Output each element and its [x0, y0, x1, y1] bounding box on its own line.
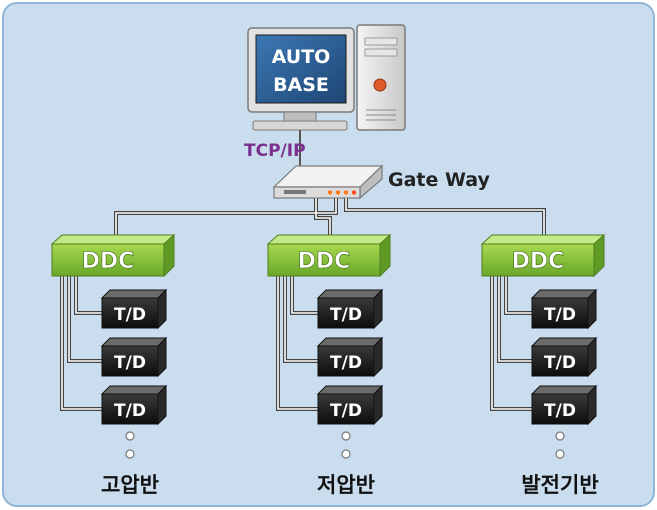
ddc-controller: DDC: [480, 233, 606, 278]
gateway-label: Gate Way: [388, 169, 491, 191]
continuation-dot: [125, 431, 135, 441]
continuation-dot: [341, 431, 351, 441]
td-label: T/D: [544, 353, 576, 373]
td-device: T/D: [100, 336, 168, 378]
controller-groups: DDC T/D T/D T/D 고압반 DDC T/D T/D T/D 저압반 DDC T/D T/D T…: [50, 233, 606, 497]
gateway-led: [335, 190, 341, 195]
td-label: T/D: [114, 305, 146, 325]
td-link-highlight: [498, 276, 532, 362]
monitor-neck: [283, 111, 317, 122]
td-device: T/D: [530, 336, 598, 378]
monitor-line2: BASE: [273, 74, 329, 96]
protocol-label: TCP/IP: [244, 141, 306, 161]
controller-group: DDC T/D T/D T/D 저압반: [266, 233, 392, 497]
td-label: T/D: [544, 305, 576, 325]
controller-group: DDC T/D T/D T/D 고압반: [50, 233, 176, 497]
gateway-led: [351, 190, 357, 195]
td-link-highlight: [505, 276, 532, 314]
continuation-dot: [555, 431, 565, 441]
td-label: T/D: [114, 353, 146, 373]
panel-label: 저압반: [317, 473, 375, 497]
td-device: T/D: [100, 288, 168, 330]
td-link-highlight: [277, 276, 318, 410]
monitor-stand: [252, 120, 348, 131]
td-label: T/D: [330, 353, 362, 373]
panel-label: 고압반: [101, 473, 159, 497]
computer: AUTO BASE: [247, 24, 406, 131]
td-link-highlight: [61, 276, 102, 410]
power-button: [373, 78, 387, 92]
continuation-dot: [341, 449, 351, 459]
td-device: T/D: [316, 336, 384, 378]
monitor-line1: AUTO: [272, 46, 331, 68]
gateway-device: [272, 164, 384, 200]
td-device: T/D: [100, 384, 168, 426]
gateway-led: [327, 190, 333, 195]
ddc-label: DDC: [298, 249, 351, 274]
ddc-label: DDC: [82, 249, 135, 274]
controller-group: DDC T/D T/D T/D 발전기반: [480, 233, 606, 497]
gateway-led: [343, 190, 349, 195]
continuation-dot: [125, 449, 135, 459]
td-link-highlight: [75, 276, 102, 314]
drive-bay-1: [364, 37, 398, 46]
td-device: T/D: [530, 384, 598, 426]
ddc-label: DDC: [512, 249, 565, 274]
td-device: T/D: [530, 288, 598, 330]
continuation-dot: [555, 449, 565, 459]
td-label: T/D: [330, 401, 362, 421]
td-device: T/D: [316, 384, 384, 426]
td-label: T/D: [330, 305, 362, 325]
td-link-highlight: [491, 276, 532, 410]
panel-label: 발전기반: [521, 473, 598, 497]
td-label: T/D: [114, 401, 146, 421]
td-link-highlight: [284, 276, 318, 362]
td-device: T/D: [316, 288, 384, 330]
td-link-highlight: [291, 276, 318, 314]
td-label: T/D: [544, 401, 576, 421]
ddc-controller: DDC: [266, 233, 392, 278]
ddc-controller: DDC: [50, 233, 176, 278]
drive-bay-2: [364, 48, 398, 57]
td-link-highlight: [68, 276, 102, 362]
monitor-screen: [255, 34, 347, 104]
